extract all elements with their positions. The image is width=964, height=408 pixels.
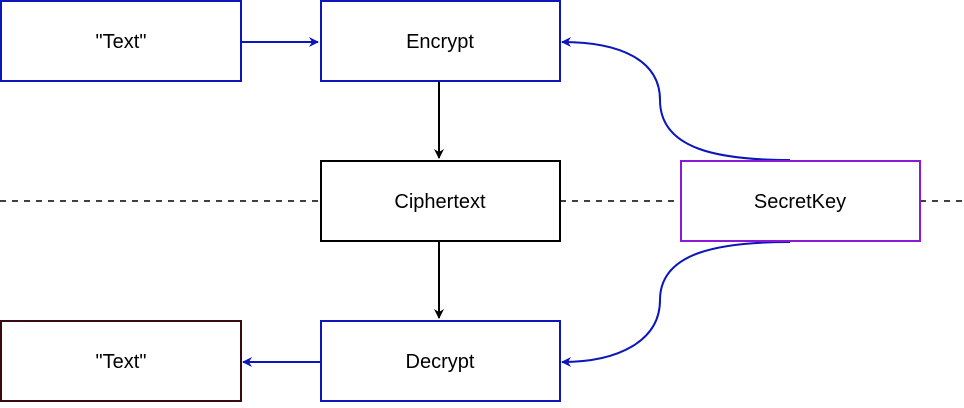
secret-key-box: [680, 160, 921, 242]
input-text-node: "Text": [0, 0, 242, 82]
encrypt-node: Encrypt: [320, 0, 561, 82]
ciphertext-label: Ciphertext: [394, 191, 486, 213]
input-text-box: [0, 0, 242, 82]
output-text-box: [0, 320, 242, 402]
edge-secretkey-to-encrypt: [561, 37, 791, 161]
input-text-label: "Text": [96, 31, 147, 53]
encrypt-box: [320, 0, 561, 82]
encrypt-label: Encrypt: [406, 31, 474, 53]
decrypt-node: Decrypt: [320, 320, 561, 402]
decrypt-label: Decrypt: [406, 351, 475, 373]
ciphertext-box: [320, 160, 561, 242]
ciphertext-node: Ciphertext: [320, 160, 561, 242]
output-text-node: "Text": [0, 320, 242, 402]
output-text-label: "Text": [96, 351, 147, 373]
edge-secretkey-to-decrypt: [561, 241, 791, 367]
secret-key-node: SecretKey: [680, 160, 921, 242]
secret-key-label: SecretKey: [754, 191, 846, 213]
decrypt-box: [320, 320, 561, 402]
